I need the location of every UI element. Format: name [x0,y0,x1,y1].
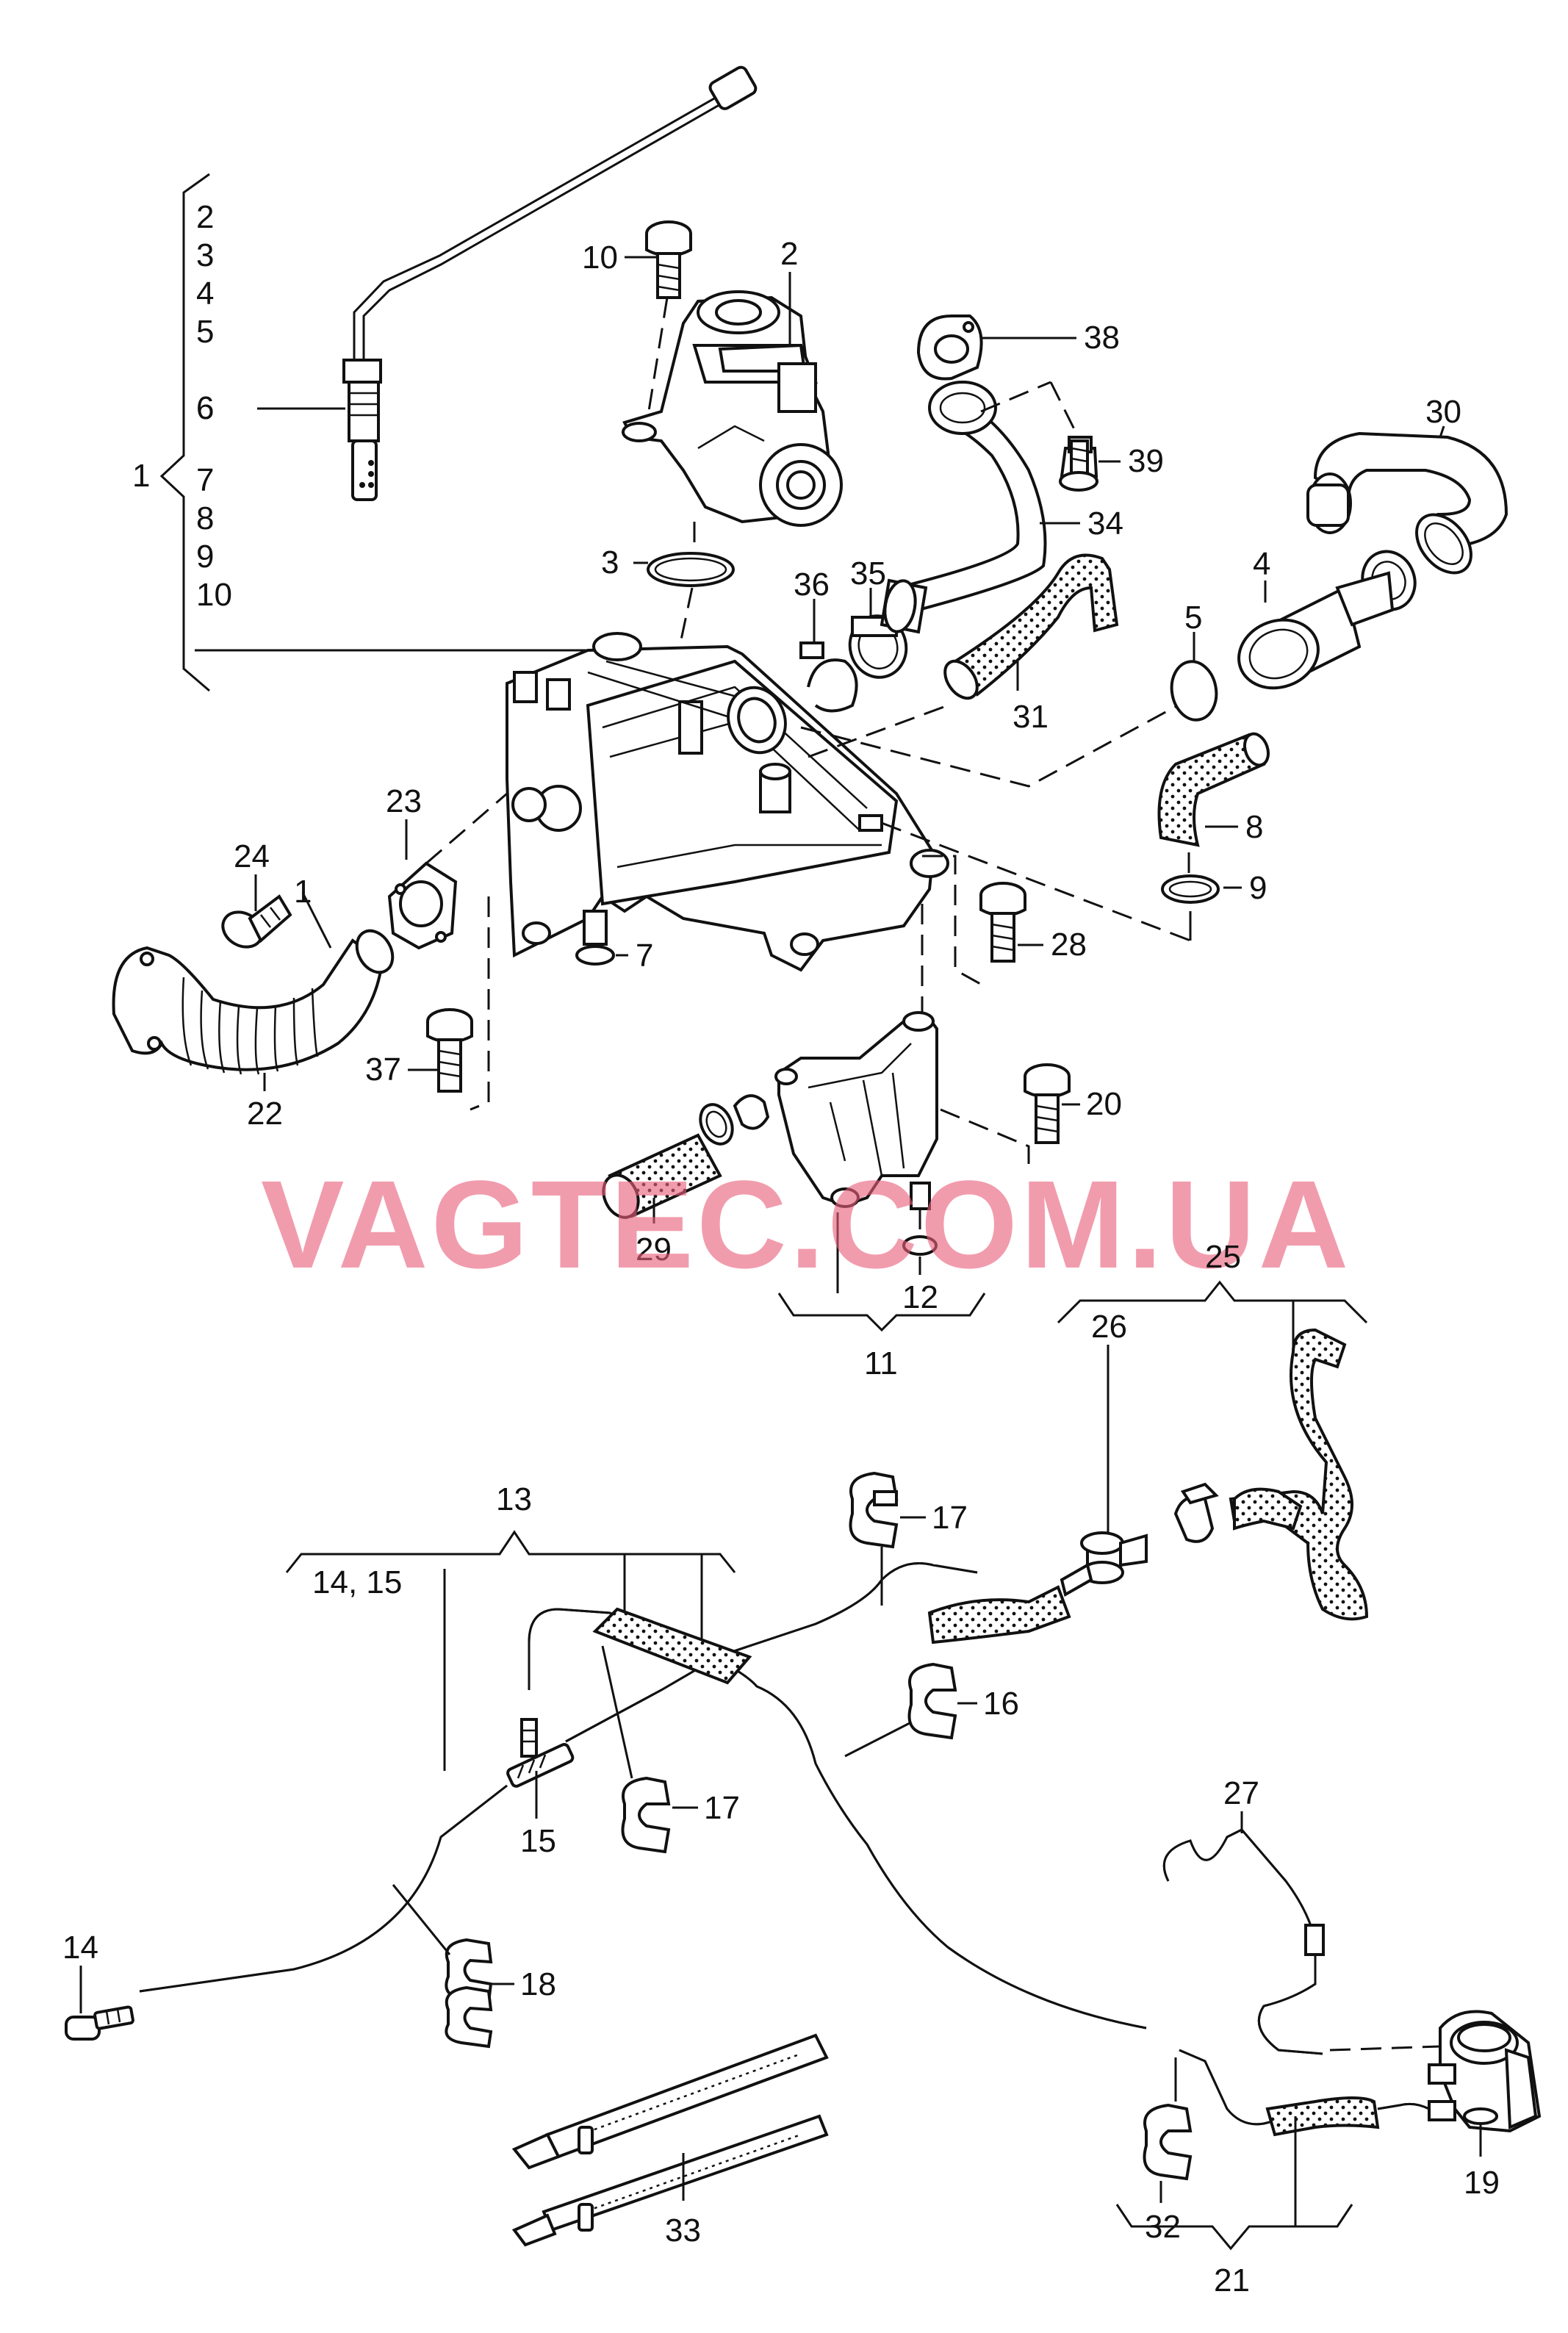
bolt-28 [979,882,1026,963]
callout-30: 30 [1425,394,1461,430]
callout-33: 33 [665,2212,701,2248]
connector-14 [65,2005,134,2041]
callout-34: 34 [1087,506,1123,542]
coolant-port [727,686,787,755]
egr-cooler-housing [506,632,949,972]
callout-6: 6 [196,390,214,426]
callout-24: 24 [234,838,270,874]
coolant-hose-31 [943,553,1119,700]
callout-4: 4 [1253,546,1270,582]
callout-37: 37 [365,1052,401,1088]
egr-valve-2 [622,290,843,527]
bolt-20 [1024,1063,1071,1144]
kit-list: 2 3 4 5 6 7 8 9 10 [196,199,232,613]
gasket-38 [916,314,983,381]
callout-27: 27 [1223,1775,1259,1811]
cable-ties-33 [511,2033,829,2247]
connector-4 [1237,550,1417,690]
callout-3: 3 [601,544,619,580]
kit-list-item: 3 [196,237,214,273]
hose-29 [602,1103,734,1219]
callout-26: 26 [1091,1309,1127,1345]
kit-list-item: 4 [196,276,214,312]
check-valve-26 [1060,1531,1148,1597]
callout-25: 25 [1205,1239,1241,1275]
callout-23: 23 [386,783,422,819]
bolt-24 [221,894,292,949]
callout-5: 5 [1184,600,1202,636]
callout-10: 10 [582,240,618,276]
callout-9: 9 [1249,870,1267,906]
gasket-23 [387,861,458,950]
kit-list-item: 5 [196,314,214,350]
clip-36 [799,641,858,713]
kit-list-item: 8 [196,500,214,536]
temperature-sensor-6 [342,65,758,501]
kit-list-item: 10 [196,577,232,613]
callout-28: 28 [1051,927,1087,963]
clip-32 [1143,2103,1193,2181]
kit-list-item: 7 [196,462,214,498]
callout-14: 14 [62,1930,98,1966]
callout-29: 29 [636,1232,672,1268]
callout-2: 2 [780,236,798,272]
callout-22: 22 [247,1096,283,1132]
kit-list-item: 9 [196,539,214,575]
vacuum-line-13 [139,1562,1147,2030]
kit-list-item: 2 [196,199,214,235]
callout-19: 19 [1464,2165,1500,2201]
clip-17-lower [621,1776,671,1854]
callout-35: 35 [850,556,886,592]
clamp-9 [1161,874,1220,904]
seal-ring-5 [1170,660,1218,722]
washer-7 [575,945,615,966]
clip-16 [907,1662,957,1740]
flex-pipe-22 [112,929,395,1075]
callout-8: 8 [1245,809,1263,845]
vacuum-valve-19 [1428,2010,1542,2133]
callout-14-15: 14, 15 [312,1564,402,1600]
callout-11: 11 [864,1345,898,1381]
callout-38: 38 [1084,320,1120,356]
bolt-10 [645,220,692,299]
hose-27 [1162,1828,1325,2055]
callout-36: 36 [794,567,830,603]
callout-7: 7 [636,938,653,974]
callout-1b: 1 [294,874,312,910]
callout-15: 15 [520,1823,556,1859]
bolt-39 [1059,436,1098,492]
bolt-37 [426,1008,473,1093]
kit-list-item: 6 [196,390,214,426]
kit-brace [159,173,588,692]
t-connector-15 [506,1718,575,1788]
callout-17: 17 [932,1500,968,1536]
hose-8 [1157,732,1270,847]
clip-17-upper [849,1471,899,1549]
callout-13: 13 [496,1481,532,1517]
clip-25 [1173,1482,1219,1543]
watermark: VAGTEC.COM.UA [261,1155,1351,1295]
clip-18 [445,1938,493,2049]
hose-25 [1229,1328,1369,1621]
callout-16: 16 [983,1686,1019,1722]
hose-21 [1179,2049,1430,2137]
callout-1: 1 [132,458,150,494]
callout-32: 32 [1145,2209,1181,2245]
callout-17b: 17 [704,1790,740,1826]
callout-21: 21 [1214,2262,1250,2298]
coolant-pipe-34 [880,381,1047,634]
callout-18: 18 [520,1966,556,2002]
washer-12 [902,1235,938,1256]
bracket-11 [733,1011,938,1208]
air-pipe-30 [1306,431,1508,575]
callout-31: 31 [1013,699,1049,735]
callout-12: 12 [902,1279,938,1315]
callout-20: 20 [1086,1086,1122,1122]
callout-39: 39 [1128,443,1164,479]
